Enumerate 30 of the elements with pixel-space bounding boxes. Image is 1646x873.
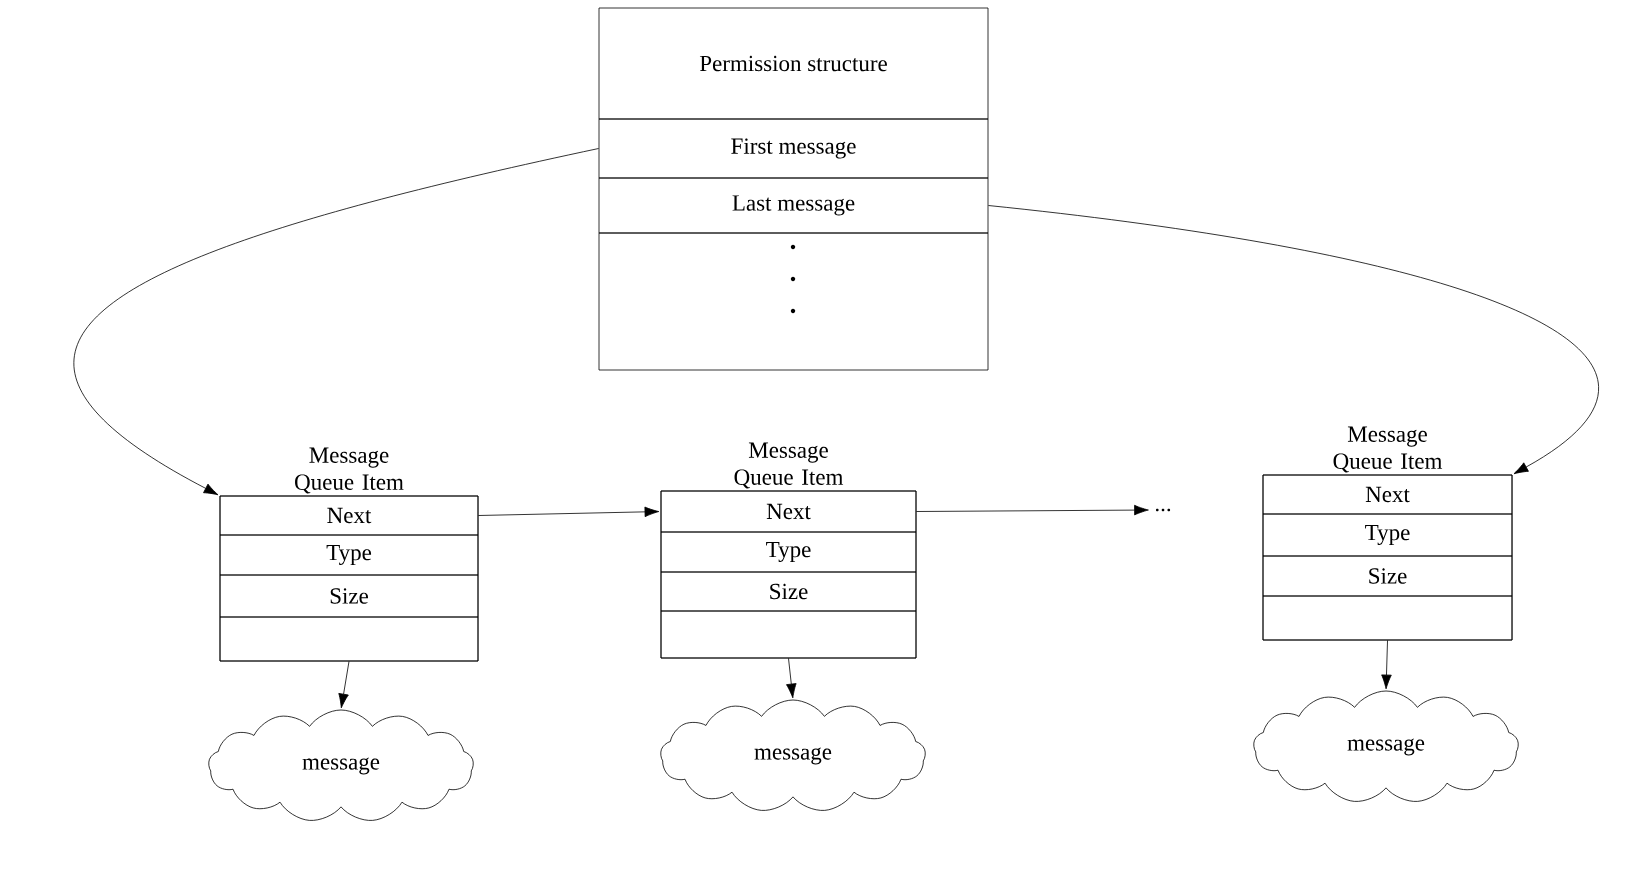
arrow: [988, 205, 1600, 475]
table-cell: Size: [660, 571, 917, 612]
node-label: Message Queue Item: [1333, 426, 1443, 473]
arrow: [338, 661, 350, 709]
message-cloud: message: [1253, 690, 1519, 802]
message-cloud: message: [208, 709, 474, 821]
table-cell: Next: [219, 495, 479, 536]
table-cell: Type: [1262, 513, 1513, 557]
table-cell: First message: [598, 118, 989, 179]
ellipsis-text: ...: [1155, 508, 1171, 512]
table-cell: Last message: [598, 177, 989, 234]
empty-cell: [660, 610, 917, 659]
arrow: [916, 504, 1149, 516]
table-cell: Next: [660, 490, 917, 533]
empty-cell: [598, 232, 989, 371]
table-cell: Size: [1262, 555, 1513, 597]
table-cell: Type: [219, 534, 479, 576]
table-cell: Permission structure: [598, 7, 989, 120]
arrow: [1381, 640, 1392, 690]
message-cloud: message: [660, 699, 926, 811]
node-label: Message Queue Item: [734, 442, 844, 489]
node-label: Message Queue Item: [295, 447, 404, 494]
arrow: [73, 148, 599, 496]
empty-cell: [219, 616, 479, 662]
arrow: [478, 506, 660, 518]
empty-cell: [1262, 595, 1513, 641]
table-cell: Type: [660, 531, 917, 573]
arrow: [786, 658, 797, 699]
table-cell: Next: [1262, 474, 1513, 515]
table-cell: Size: [219, 574, 479, 618]
